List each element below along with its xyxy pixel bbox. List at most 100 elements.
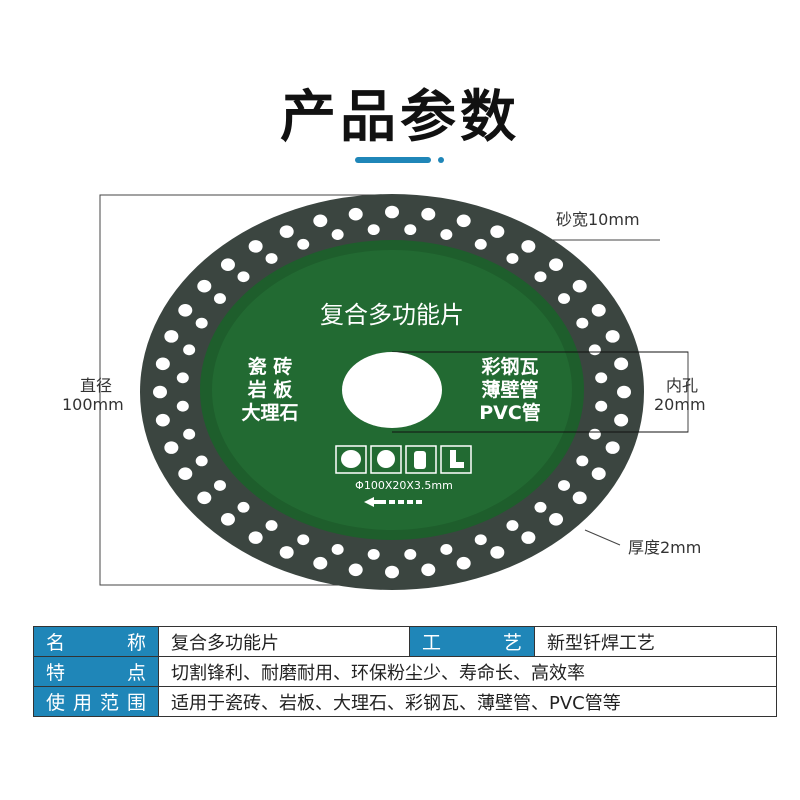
rim-hole [155,357,170,371]
row-value: 新型钎焊工艺 [534,626,777,657]
rim-hole [279,546,294,559]
arbor-hole [342,352,442,428]
blade-spec: Φ100X20X3.5mm [355,479,453,492]
rim-hole [155,413,170,427]
rim-hole [279,225,294,238]
rim-hole [521,531,536,544]
rim-hole [440,544,453,555]
sand-width-label: 砂宽10mm [556,210,640,229]
thickness-label: 厚度2mm [628,538,702,557]
rim-hole [490,546,505,559]
rim-hole [297,238,310,250]
rim-hole [591,467,606,481]
rim-hole [164,441,179,454]
rim-hole [572,279,587,293]
rim-hole [591,303,606,317]
diameter-value: 100mm [62,395,124,414]
bore-label: 内孔 [666,376,699,395]
rim-hole [178,303,193,317]
page-title: 产品参数 [280,85,520,150]
rim-hole [605,330,620,343]
row-label: 名称 [33,626,159,657]
rim-hole [595,400,608,412]
rim-hole [558,293,571,304]
rim-hole [176,400,189,412]
title-underline-dot [438,157,444,163]
rim-hole [348,563,363,577]
rim-hole [588,344,601,356]
rim-hole [506,520,519,531]
table-row: 使用范围 适用于瓷砖、岩板、大理石、彩钢瓦、薄壁管、PVC管等 [33,686,777,717]
row-value: 适用于瓷砖、岩板、大理石、彩钢瓦、薄壁管、PVC管等 [158,686,777,717]
rim-hole [331,229,344,240]
table-row: 名称 复合多功能片 工艺 新型钎焊工艺 [33,626,777,657]
blade-image: 复合多功能片 瓷 砖 岩 板 大理石 彩钢瓦 薄壁管 PVC管 Φ100X20X… [99,194,689,590]
row-label: 使用范围 [33,686,159,717]
rim-hole [248,531,263,544]
rim-hole [614,357,629,371]
rim-hole [474,534,487,546]
rim-hole [164,330,179,343]
blade-name: 复合多功能片 [320,301,464,329]
rim-hole [265,253,278,264]
rim-hole [348,207,363,221]
rim-hole [421,207,436,221]
rim-hole [213,293,226,304]
rim-hole [153,385,167,399]
goggles-icon [335,445,367,474]
rim-hole [237,271,250,283]
blade-material: 岩 板 [247,378,294,401]
rim-hole [313,556,328,570]
rim-hole [576,455,589,467]
rim-hole [490,225,505,238]
rim-hole [404,224,417,236]
rim-hole [506,253,519,264]
row-label: 特点 [33,656,159,687]
rim-hole [176,372,189,384]
row-value: 切割锋利、耐磨耐用、环保粉尘少、寿命长、高效率 [158,656,777,687]
rim-hole [220,512,235,526]
blade-material: 大理石 [241,401,298,424]
ear-protection-icon [370,445,402,474]
row-value: 复合多功能片 [158,626,410,657]
rim-hole [195,317,208,329]
rim-hole [534,501,547,513]
rim-hole [572,491,587,505]
rim-hole [178,467,193,481]
rim-hole [265,520,278,531]
rim-hole [195,455,208,467]
rim-hole [474,238,487,250]
rim-hole [588,428,601,440]
rim-hole [367,224,380,236]
rim-hole [617,385,631,399]
rotation-arrow-icon [364,497,422,507]
boot-icon [440,445,472,474]
rim-hole [456,214,471,228]
rim-hole [297,534,310,546]
row-label: 工艺 [409,626,535,657]
rim-hole [558,480,571,491]
bore-value: 20mm [654,395,706,414]
rim-hole [197,279,212,293]
blade-material: 薄壁管 [481,378,538,401]
rim-hole [576,317,589,329]
rim-holes [153,205,631,579]
title-underline [355,157,431,163]
rim-hole [440,229,453,240]
rim-hole [605,441,620,454]
rim-hole [456,556,471,570]
spec-table: 名称 复合多功能片 工艺 新型钎焊工艺 特点 切割锋利、耐磨耐用、环保粉尘少、寿… [33,626,777,717]
rim-hole [385,205,399,219]
diameter-label: 直径 [80,376,113,395]
rim-hole [331,544,344,555]
rim-hole [183,428,196,440]
rim-hole [367,548,380,560]
blade-material: PVC管 [479,401,541,424]
blade-material: 瓷 砖 [248,355,293,378]
rim-hole [220,258,235,272]
rim-hole [521,240,536,253]
rim-hole [595,372,608,384]
rim-hole [534,271,547,283]
rim-hole [404,548,417,560]
